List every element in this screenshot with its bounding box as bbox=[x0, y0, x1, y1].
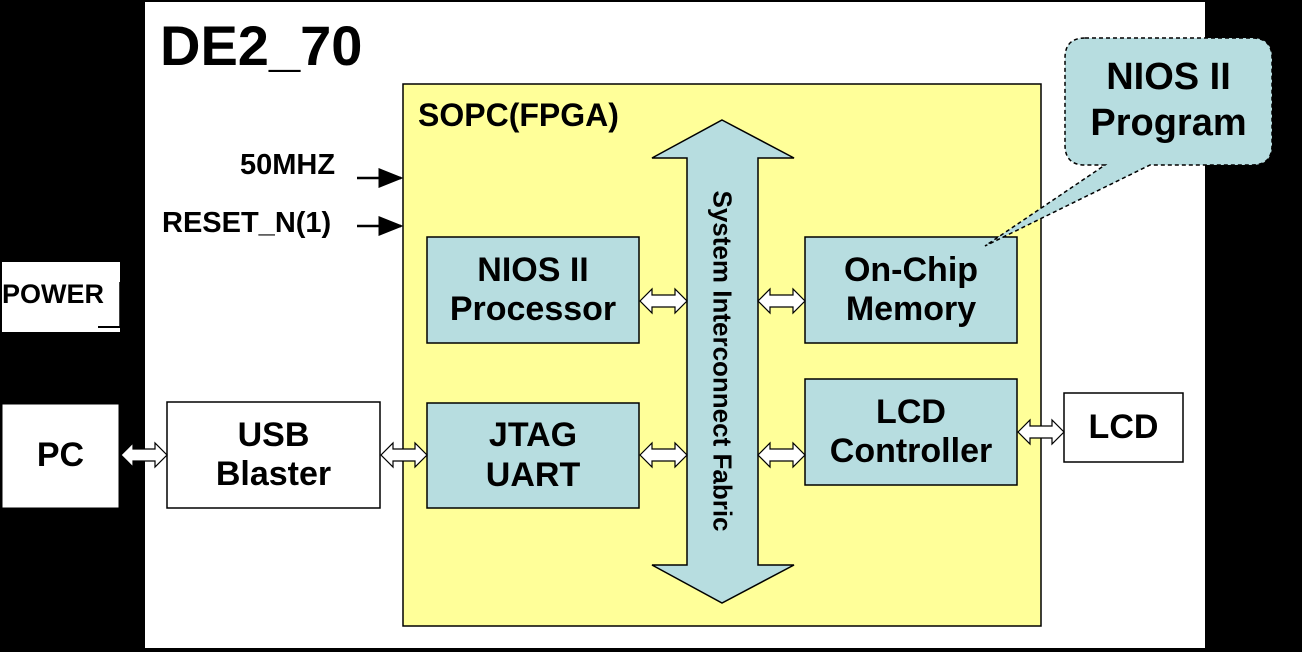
lcd-label: LCD bbox=[1088, 407, 1159, 446]
jtag-uart-box bbox=[426, 402, 640, 509]
power-box bbox=[2, 262, 120, 332]
usb-jtag-link-arrow bbox=[380, 441, 428, 469]
onchip-memory-box bbox=[804, 236, 1018, 344]
lcd-controller-box bbox=[804, 378, 1018, 486]
jtag-uart-label-line2: UART bbox=[485, 455, 581, 494]
pc-usb-link-arrow bbox=[120, 441, 168, 469]
usb-blaster-box bbox=[166, 401, 381, 509]
usb-blaster-label-line2: Blaster bbox=[215, 455, 332, 493]
onchip-memory-label-line2: Memory bbox=[845, 290, 977, 328]
pc-box bbox=[1, 403, 120, 509]
fabric-memory-link-arrow bbox=[757, 287, 806, 315]
jtag-uart-label-area: JTAG UART bbox=[427, 403, 639, 508]
onchip-memory-label-line1: On-Chip bbox=[843, 250, 979, 289]
interconnect-label: System Interconnect Fabric bbox=[707, 190, 738, 532]
fabric-lcdctrl-link-arrow bbox=[757, 441, 806, 469]
onchip-memory-label-area: On-Chip Memory bbox=[805, 237, 1017, 343]
lcd-box bbox=[1063, 392, 1184, 463]
power-label: POWER bbox=[2, 279, 105, 309]
program-callout-label-line1: NIOS II bbox=[1106, 56, 1231, 99]
program-callout-label-area: NIOS II Program bbox=[1065, 42, 1272, 160]
pc-label: PC bbox=[36, 436, 85, 475]
sopc-title: SOPC(FPGA) bbox=[418, 97, 619, 133]
jtag-uart-label-line1: JTAG bbox=[488, 416, 578, 455]
jtag-fabric-link-arrow bbox=[639, 441, 688, 469]
nios-processor-label-line1: NIOS II bbox=[477, 250, 589, 289]
board-title: DE2_70 bbox=[160, 14, 363, 77]
reset-input-label: RESET_N(1) bbox=[162, 207, 332, 239]
usb-blaster-label-area: USB Blaster bbox=[167, 402, 380, 508]
lcd-label-area: LCD bbox=[1064, 393, 1183, 462]
program-callout-label-line2: Program bbox=[1090, 102, 1247, 144]
lcdctrl-lcd-link-arrow bbox=[1017, 418, 1065, 446]
nios-fabric-link-arrow bbox=[639, 287, 688, 315]
nios-processor-label-line2: Processor bbox=[449, 290, 617, 328]
clock-input-label: 50MHZ bbox=[240, 149, 336, 181]
nios-processor-box bbox=[426, 236, 640, 344]
nios-processor-label-area: NIOS II Processor bbox=[427, 237, 639, 343]
lcd-controller-label-line1: LCD bbox=[876, 392, 946, 431]
lcd-controller-label-line2: Controller bbox=[829, 432, 993, 470]
interconnect-arrow bbox=[651, 119, 795, 604]
pc-label-area: PC bbox=[2, 404, 119, 508]
lcd-controller-label-area: LCD Controller bbox=[805, 379, 1017, 485]
program-callout-bubble bbox=[984, 37, 1273, 247]
usb-blaster-label-line1: USB bbox=[237, 415, 310, 454]
